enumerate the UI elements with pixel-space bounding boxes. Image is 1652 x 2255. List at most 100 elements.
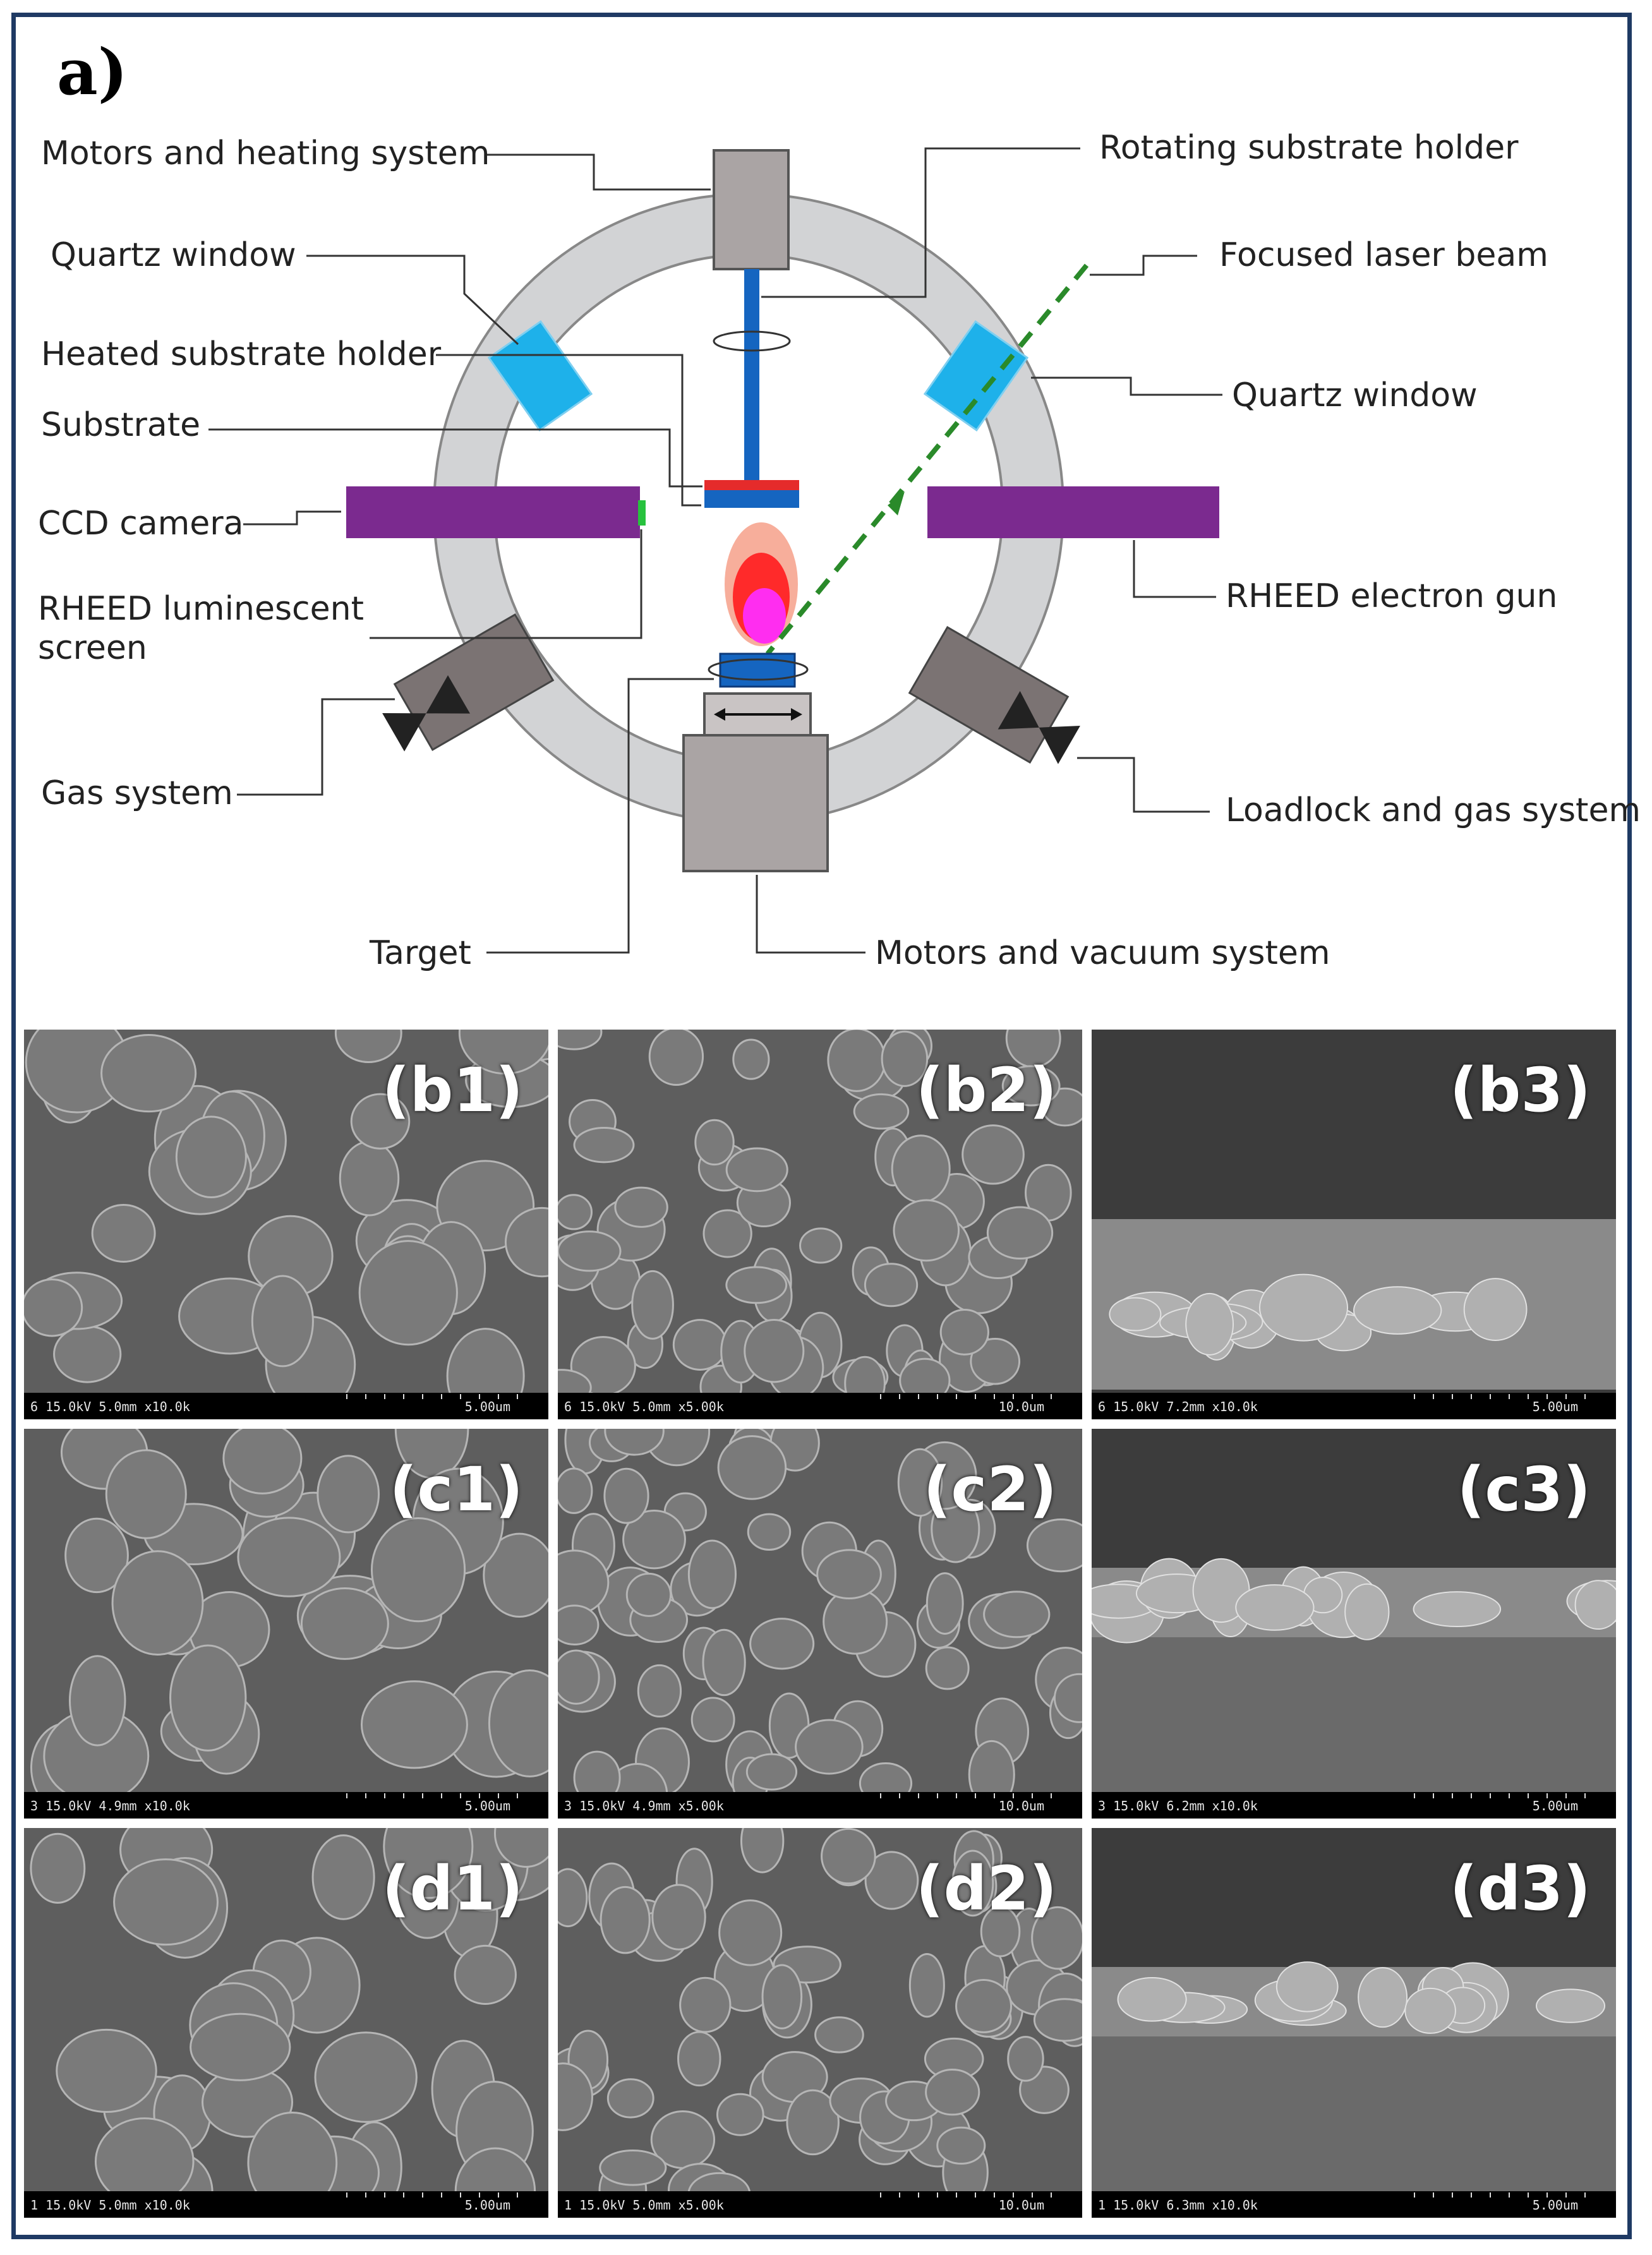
sem-grain: [350, 1093, 411, 1150]
sem-scale-ticks: [346, 1793, 536, 1798]
sem-grain: [702, 1628, 746, 1697]
sem-grain: [222, 1429, 303, 1494]
sem-grain: [672, 1319, 728, 1371]
sem-grain: [317, 1455, 380, 1534]
sem-grain: [558, 1604, 600, 1645]
sem-grain: [1026, 1518, 1082, 1573]
motors-heating-block: [713, 149, 790, 270]
leader-quartz-right: [1031, 376, 1222, 396]
leader-motors-heating: [486, 153, 711, 191]
sem-grain: [558, 1868, 588, 1928]
sem-grain: [53, 1325, 122, 1383]
sem-grain: [458, 1030, 548, 1075]
sem-grain: [897, 1448, 943, 1517]
sem-grain: [24, 1278, 83, 1337]
sem-grain: [951, 1849, 994, 1917]
sem-grain: [718, 1899, 783, 1966]
label-substrate: Substrate: [41, 406, 201, 444]
sem-grain: [740, 1828, 785, 1873]
sem-grain: [339, 1140, 400, 1217]
leader-ccd: [243, 510, 341, 526]
sem-substrate-layer: [1092, 1637, 1616, 1819]
sem-grain: [1033, 1998, 1082, 2042]
quartz-window-left: [487, 320, 593, 432]
sem-grain: [749, 1618, 815, 1670]
sem-grain: [454, 1944, 517, 2005]
sem-grain: [1535, 1988, 1606, 2023]
sem-grain: [786, 2089, 840, 2156]
sem-grain: [504, 1206, 548, 1278]
leader-loadlock: [1077, 757, 1210, 813]
sem-grain: [190, 2012, 291, 2081]
sem-acquisition-info: 3 15.0kV 6.2mm x10.0k: [1098, 1798, 1258, 1813]
sem-grain: [237, 1517, 341, 1597]
substrate: [704, 480, 799, 490]
label-motors-vacuum: Motors and vacuum system: [875, 934, 1330, 972]
sem-grain: [983, 1591, 1051, 1639]
leader-target: [486, 678, 714, 954]
label-quartz-left: Quartz window: [51, 236, 296, 274]
label-motors-heating: Motors and heating system: [41, 135, 490, 172]
sem-grain: [1574, 1580, 1616, 1630]
laser-arrow: [888, 491, 905, 515]
sem-grain: [558, 1030, 603, 1050]
sem-grain: [725, 1266, 788, 1304]
sem-scale-bar-label: 5.00um: [464, 1798, 510, 1813]
sem-grain: [816, 1549, 882, 1600]
sem-scale-bar-label: 5.00um: [464, 2198, 510, 2213]
label-target: Target: [370, 934, 471, 972]
sem-grain: [358, 1240, 458, 1346]
rotation-arrow-target: [708, 658, 809, 681]
sem-scale-ticks: [1414, 1793, 1603, 1798]
quartz-window-right: [923, 320, 1029, 432]
sem-grain: [925, 1646, 970, 1690]
sem-grain: [573, 1127, 635, 1164]
sem-grain: [558, 2062, 593, 2131]
sem-grain: [68, 1655, 126, 1747]
sem-grain: [56, 2028, 157, 2114]
sem-grain: [679, 1976, 732, 2033]
leader-motors-vacuum: [756, 875, 865, 954]
sem-grain: [311, 1834, 375, 1920]
sem-grain: [300, 1587, 389, 1660]
sem-scale-bar-label: 5.00um: [464, 1399, 510, 1414]
rotation-arrow-top: [713, 330, 791, 352]
sem-grain: [1001, 1065, 1061, 1107]
sem-micrograph-texture: [558, 1030, 1082, 1419]
laser-beam: [765, 263, 1089, 656]
sem-grain: [599, 2150, 667, 2186]
leader-rotating-holder: [761, 147, 1080, 298]
sem-grain: [483, 1532, 548, 1618]
sem-scale-ticks: [1414, 1394, 1603, 1399]
leader-heated-holder: [436, 354, 701, 507]
leader-substrate: [208, 428, 702, 488]
sem-grain: [1053, 1673, 1082, 1723]
sem-grain: [745, 1753, 798, 1791]
sem-grain: [1463, 1278, 1528, 1341]
sem-scale-bar-label: 10.0um: [998, 1399, 1044, 1414]
sem-micrograph-texture: [24, 1030, 548, 1419]
sem-grain: [558, 1230, 622, 1272]
sem-substrate-layer: [1092, 2036, 1616, 2218]
sem-scale-bar-label: 5.00um: [1532, 1798, 1578, 1813]
sem-grain: [925, 2068, 980, 2116]
sem-grain: [1404, 1987, 1456, 2034]
label-focused-laser: Focused laser beam: [1219, 236, 1548, 274]
sem-micrograph-texture: [24, 1429, 548, 1819]
sem-grain: [604, 1429, 665, 1456]
sem-grain: [893, 1199, 960, 1262]
sem-acquisition-info: 6 15.0kV 5.0mm x10.0k: [30, 1399, 190, 1414]
sem-grain: [1109, 1297, 1162, 1332]
leader-focused-laser: [1090, 255, 1197, 276]
sem-grain: [881, 1030, 929, 1087]
sem-grain: [1117, 1976, 1187, 2022]
sem-scale-ticks: [880, 1394, 1070, 1399]
sem-grain: [925, 1572, 964, 1635]
heated-substrate-holder: [704, 490, 799, 508]
